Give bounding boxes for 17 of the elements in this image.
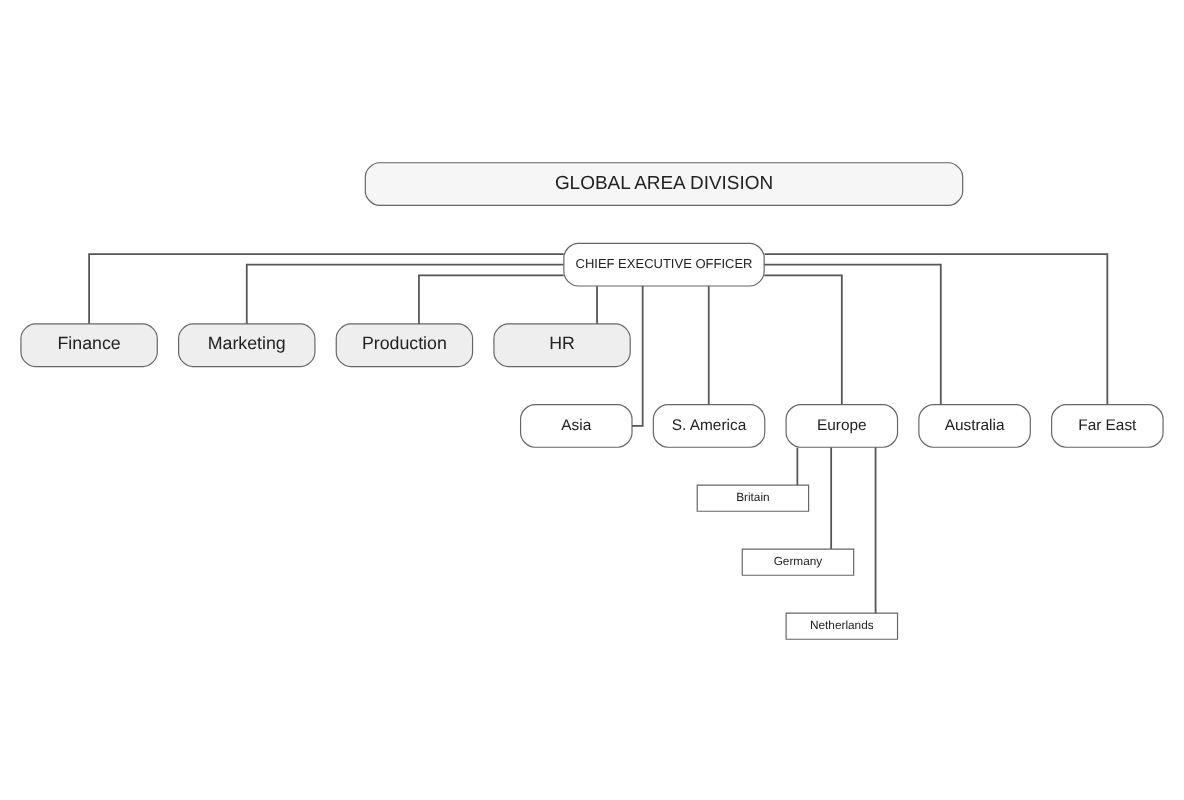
connector bbox=[874, 445, 877, 614]
connector bbox=[763, 252, 1109, 405]
connector bbox=[418, 273, 565, 324]
connector bbox=[763, 262, 942, 405]
connector bbox=[596, 284, 598, 324]
node-box: Finance bbox=[20, 322, 158, 367]
connector bbox=[830, 445, 833, 549]
connector bbox=[88, 252, 565, 324]
node-box: Production bbox=[335, 322, 474, 367]
connector bbox=[796, 445, 799, 485]
node-box: HR bbox=[493, 322, 631, 367]
connector bbox=[763, 273, 843, 405]
connector bbox=[707, 284, 710, 405]
node-box: GLOBAL AREA DIVISION bbox=[364, 161, 964, 205]
connector bbox=[631, 284, 644, 426]
node-box: Marketing bbox=[178, 322, 316, 367]
connector bbox=[245, 262, 565, 324]
